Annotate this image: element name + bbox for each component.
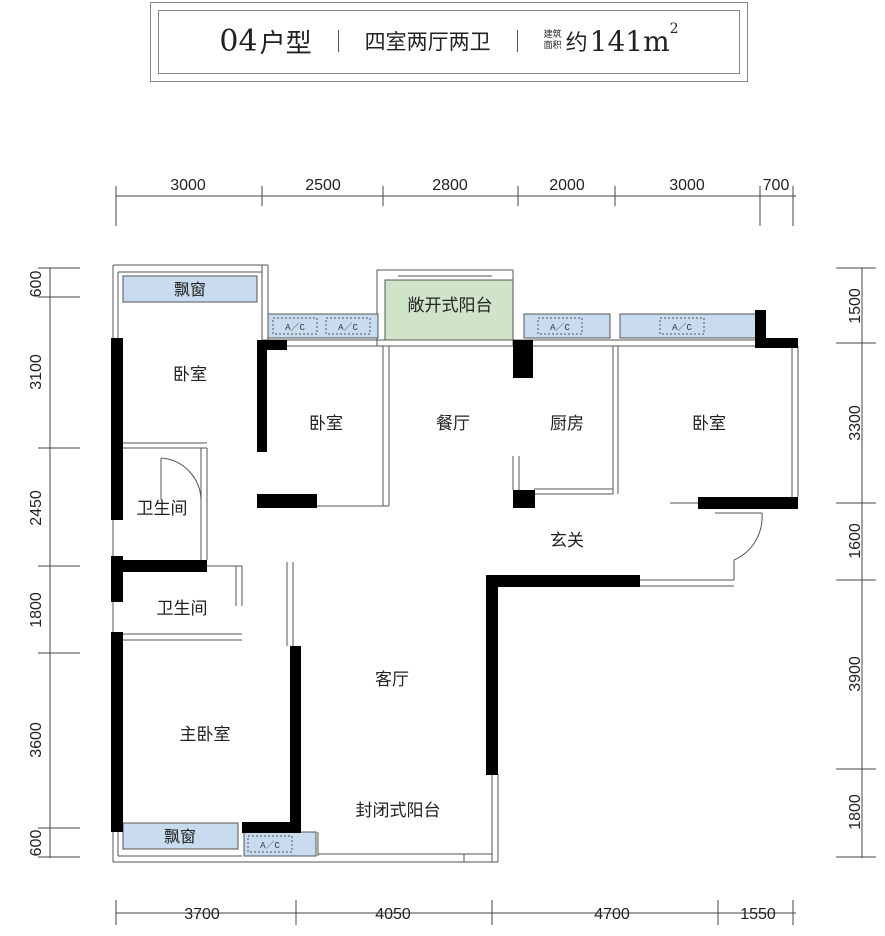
area-value: 141m xyxy=(589,24,670,58)
open-balcony xyxy=(384,279,514,341)
room-enclosed-balcony: 封闭式阳台 xyxy=(356,801,441,821)
room-living: 客厅 xyxy=(375,670,409,690)
bay-window-top-label: 飘窗 xyxy=(174,280,206,299)
ac-unit-1-box-b xyxy=(325,317,371,335)
area-label-top: 建筑 xyxy=(543,30,562,40)
dim-left-2: 3100 xyxy=(28,354,45,390)
dim-left-6: 600 xyxy=(28,830,45,857)
dim-bottom-3: 4700 xyxy=(594,906,630,923)
bay-window-top xyxy=(122,275,258,303)
dim-top-3: 2800 xyxy=(432,177,468,194)
area-label-bottom: 面积 xyxy=(543,41,562,51)
ac-unit-2-box xyxy=(537,317,583,335)
dim-right-4: 3900 xyxy=(847,656,864,692)
title-row: 04 户型 四室两厅两卫 建筑 面积 约 141m 2 xyxy=(151,21,747,61)
bathroom-1-door xyxy=(160,457,202,501)
ac-label: A／C xyxy=(672,322,692,333)
title-banner: 04 户型 四室两厅两卫 建筑 面积 约 141m 2 xyxy=(150,2,748,82)
title-separator xyxy=(516,30,518,52)
area-superscript: 2 xyxy=(669,21,679,37)
ac-label: A／C xyxy=(260,840,280,851)
ac-unit-1-box-a xyxy=(272,317,318,335)
bay-window-bottom-label: 飘窗 xyxy=(164,827,196,846)
ac-label: A／C xyxy=(550,322,570,333)
unit-type-suffix: 户型 xyxy=(259,28,312,59)
ac-label: A／C xyxy=(285,322,305,333)
dim-top-5: 3000 xyxy=(669,177,705,194)
entry-door xyxy=(733,512,763,561)
dimension-lines xyxy=(38,186,876,925)
dim-bottom-2: 4050 xyxy=(375,906,411,923)
dim-right-1: 1500 xyxy=(847,288,864,324)
dim-bottom-1: 3700 xyxy=(184,906,220,923)
room-dining: 餐厅 xyxy=(436,414,470,434)
room-configuration: 四室两厅两卫 xyxy=(364,30,491,54)
ac-units: A／C A／C A／C A／C A／C xyxy=(243,313,757,857)
bearing-walls xyxy=(111,310,798,833)
dim-left-5: 3600 xyxy=(28,722,45,758)
room-bedroom-ne: 卧室 xyxy=(692,414,726,434)
dim-right-2: 3300 xyxy=(847,405,864,441)
open-balcony-label: 敞开式阳台 xyxy=(408,296,493,316)
room-kitchen: 厨房 xyxy=(550,414,584,434)
bay-window-bottom xyxy=(122,822,239,850)
dim-top-2: 2500 xyxy=(305,177,341,194)
dim-top-6: 700 xyxy=(763,177,790,194)
dim-right-3: 1600 xyxy=(847,523,864,559)
doors xyxy=(160,457,763,580)
room-bathroom-2: 卫生间 xyxy=(157,599,208,619)
dim-top-1: 3000 xyxy=(170,177,206,194)
room-bathroom-1: 卫生间 xyxy=(137,499,188,519)
room-foyer: 玄关 xyxy=(550,531,584,551)
title-banner-inner-frame xyxy=(158,10,740,74)
ac-unit-3-box xyxy=(659,317,705,335)
dim-top-4: 2000 xyxy=(549,177,585,194)
thin-walls xyxy=(112,264,799,863)
room-bedroom-nw: 卧室 xyxy=(173,365,207,385)
dim-left-3: 2450 xyxy=(28,490,45,526)
area-prefix: 约 xyxy=(565,31,588,56)
room-master-bedroom: 主卧室 xyxy=(180,725,231,745)
dim-left-4: 1800 xyxy=(28,592,45,628)
title-separator xyxy=(337,30,339,52)
dim-right-5: 1800 xyxy=(847,794,864,830)
area-label: 建筑 面积 xyxy=(544,30,562,52)
dim-left-1: 600 xyxy=(28,271,45,298)
dim-bottom-4: 1550 xyxy=(740,906,776,923)
ac-label: A／C xyxy=(338,322,358,333)
ac-unit-4-box xyxy=(247,835,293,853)
unit-type-number: 04 xyxy=(219,23,258,59)
room-bedroom-mid: 卧室 xyxy=(309,414,343,434)
